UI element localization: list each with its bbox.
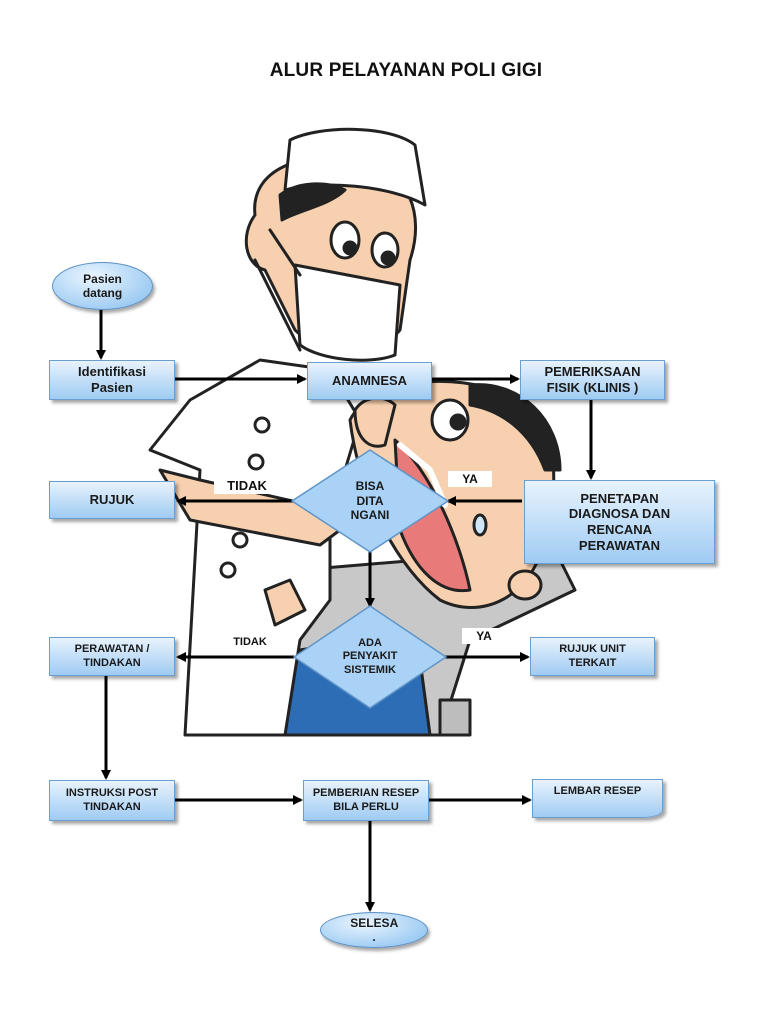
instruksi-post-tindakan-box: INSTRUKSI POST TINDAKAN [49, 780, 175, 821]
lembar-resep-box: LEMBAR RESEP [532, 779, 663, 818]
perawatan-tindakan-box: PERAWATAN / TINDAKAN [49, 637, 175, 676]
page-title: ALUR PELAYANAN POLI GIGI [269, 60, 543, 81]
connectors [96, 305, 596, 912]
anamnesa-box: ANAMNESA [307, 362, 432, 400]
end-node: SELESA . [320, 912, 428, 948]
decision-ada-penyakit-shape [292, 605, 448, 709]
decision-bisa-ditangani-shape [290, 449, 450, 553]
pemberian-resep-box: PEMBERIAN RESEP BILA PERLU [303, 780, 429, 821]
edge-label-bisa-tidak: TIDAK [214, 477, 280, 494]
pemeriksaan-fisik-box: PEMERIKSAAN FISIK (KLINIS ) [520, 360, 665, 400]
edge-label-ada-ya: YA [462, 628, 506, 644]
edge-label-ada-tidak: TIDAK [220, 635, 280, 649]
decision-ada-penyakit-label: ADA PENYAKIT SISTEMIK [342, 637, 398, 676]
penetapan-diagnosa-box: PENETAPAN DIAGNOSA DAN RENCANA PERAWATAN [524, 480, 715, 564]
identifikasi-pasien-box: Identifikasi Pasien [49, 360, 175, 400]
start-node: Pasien datang [52, 262, 153, 310]
rujuk-box: RUJUK [49, 481, 175, 519]
decision-bisa-ditangani-label: BISA DITA NGANI [350, 479, 390, 523]
rujuk-unit-terkait-box: RUJUK UNIT TERKAIT [530, 637, 655, 676]
edge-label-bisa-ya: YA [448, 471, 492, 487]
